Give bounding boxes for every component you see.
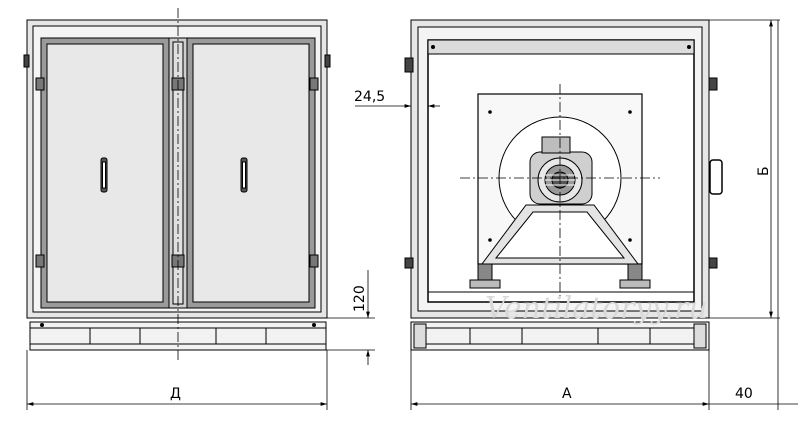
side-base [410, 321, 710, 351]
front-view [23, 8, 331, 360]
dim-inlet-offset-label: 24,5 [354, 89, 385, 105]
dim-width-front-label: Д [170, 386, 181, 402]
dim-height-label: Б [756, 166, 772, 176]
dim-width-side-label: А [562, 386, 572, 402]
watermark: Ventilatoryy.ru [485, 291, 708, 326]
side-handle [709, 159, 723, 195]
dim-side-offset-label: 40 [735, 386, 753, 402]
dimension-lines [26, 19, 798, 410]
dim-base-height-label: 120 [352, 285, 368, 312]
side-view [404, 19, 723, 351]
